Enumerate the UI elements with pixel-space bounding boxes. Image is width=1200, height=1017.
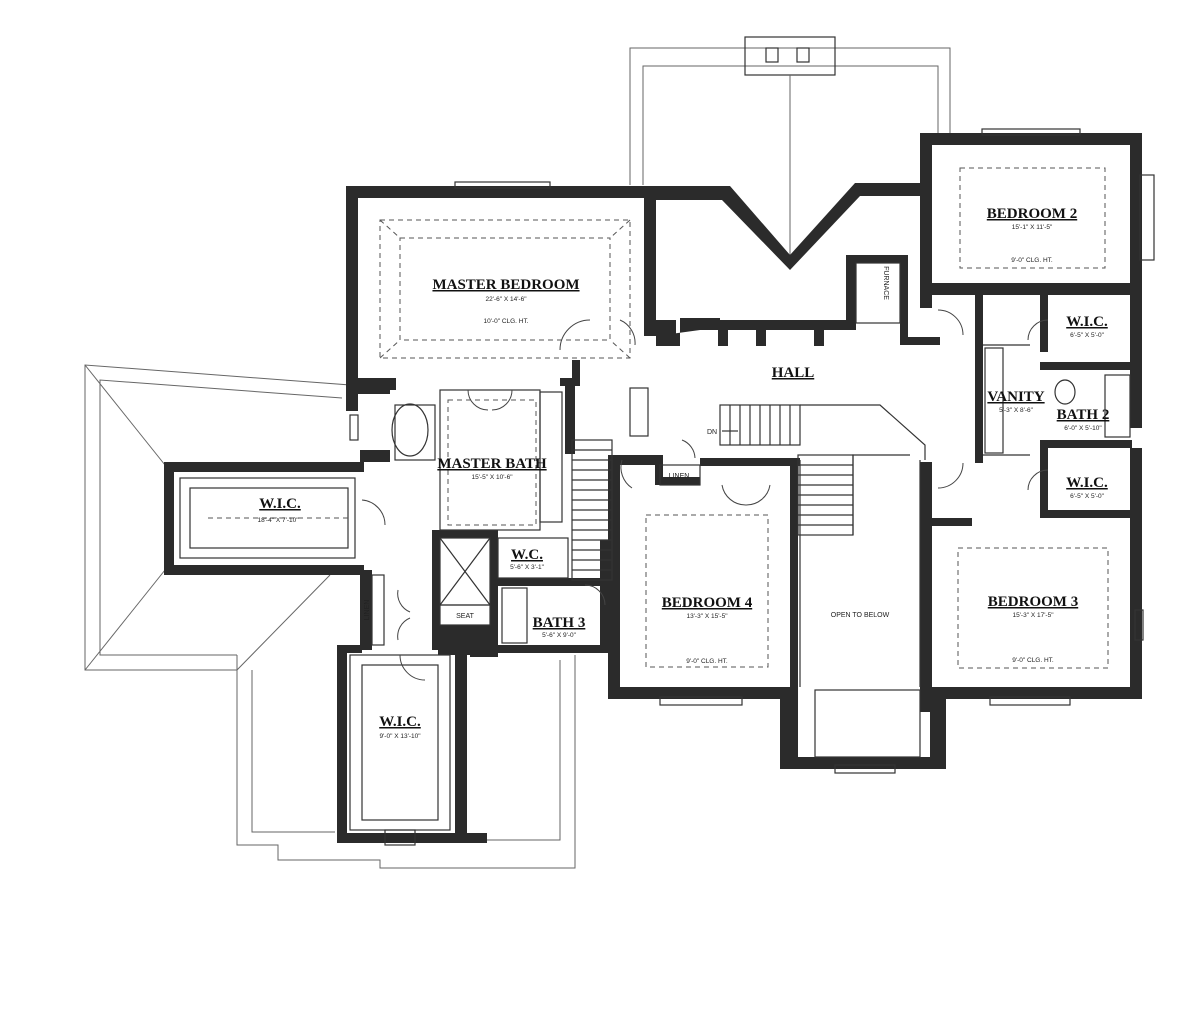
wic-bedroom3-name: W.I.C. [1066,475,1108,491]
wic-bedroom2-size: 6'-5" X 5'-0" [1070,332,1105,339]
bath3-name: BATH 3 [533,615,586,631]
wc-name: W.C. [511,547,543,563]
bedroom2-size: 15'-1" X 11'-5" [1012,224,1053,231]
bedroom3-ceiling: 9'-0" CLG. HT. [1012,657,1054,664]
master-bedroom-name: MASTER BEDROOM [432,277,579,293]
chimney [744,36,836,76]
hall-name: HALL [772,365,815,381]
wic-left-size: 18'-4" X 7'-10" [257,517,299,524]
door-swings [361,309,1049,681]
ceiling-outlines [379,167,1109,669]
furnace-label: FURNACE [882,266,889,300]
roof-outlines [84,36,951,869]
bedroom2-name: BEDROOM 2 [987,206,1077,222]
wic-lower-size: 9'-0" X 13'-10" [379,733,421,740]
interior-lines [179,128,1155,846]
stairs [571,404,926,581]
vanity-size: 5'-3" X 8'-6" [999,407,1034,414]
down-label: DN [707,429,717,436]
wic-bedroom2-name: W.I.C. [1066,314,1108,330]
bedroom4-name: BEDROOM 4 [662,595,753,611]
wic-left-name: W.I.C. [259,496,301,512]
linen-center-label: LINEN [669,473,690,480]
bath3-size: 5'-6" X 9'-0" [542,632,577,639]
bedroom4-ceiling: 9'-0" CLG. HT. [686,658,728,665]
room-labels: MASTER BEDROOM 22'-6" X 14'-6" 10'-0" CL… [257,206,1109,740]
wic-bedroom3-size: 6'-5" X 5'-0" [1070,493,1105,500]
walls [164,133,1142,843]
bedroom2-ceiling: 9'-0" CLG. HT. [1011,257,1053,264]
master-bath-size: 15'-5" X 10'-6" [471,474,513,481]
wc-size: 5'-6" X 3'-1" [510,564,545,571]
bath2-size: 6'-0" X 5'-10" [1064,425,1102,432]
master-bedroom-size: 22'-6" X 14'-6" [485,296,527,303]
master-bath-name: MASTER BATH [437,456,547,472]
master-bedroom-ceiling: 10'-0" CLG. HT. [483,318,528,325]
bedroom3-size: 15'-3" X 17'-5" [1012,612,1054,619]
linen-left-label: LINEN [364,600,371,621]
wic-lower-name: W.I.C. [379,714,421,730]
furnace-closet [855,262,901,324]
bedroom4-size: 13'-3" X 15'-5" [686,613,728,620]
open-to-below-label: OPEN TO BELOW [831,612,890,619]
bedroom3-name: BEDROOM 3 [988,594,1078,610]
vanity-name: VANITY [987,389,1044,405]
seat-label: SEAT [456,613,474,620]
bath2-name: BATH 2 [1057,407,1110,423]
